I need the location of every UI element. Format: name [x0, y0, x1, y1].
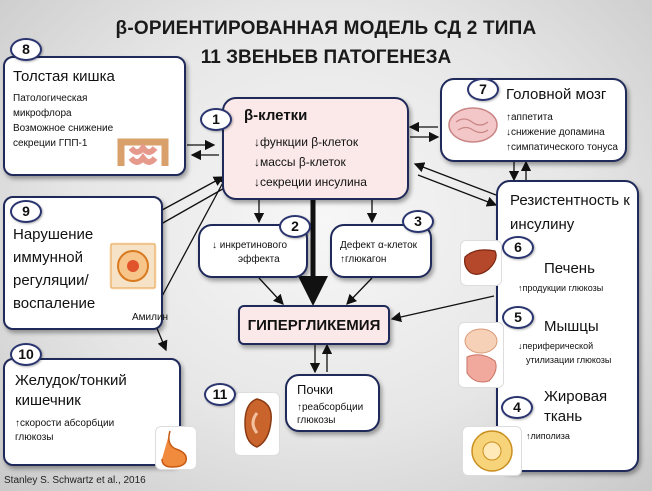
beta-cells-line-3: ↓секреции инсулина [254, 175, 367, 189]
alpha-line-2: ↑глюкагон [340, 254, 387, 265]
liver-image [460, 240, 502, 286]
colon-image [115, 136, 173, 170]
kidney-line-2: глюкозы [297, 415, 336, 426]
arrow-incretin-to-hyper [258, 277, 284, 305]
incretin-line-2: эффекта [238, 254, 280, 265]
arrow-resist-to-hyper [390, 295, 495, 323]
immune-line-3: регуляции/ [13, 272, 89, 289]
stomach-line-1: Желудок/тонкий [15, 372, 127, 389]
amylin-label: Амилин [132, 312, 169, 323]
badge-8: 8 [10, 38, 42, 61]
diagram-subtitle: 11 ЗВЕНЬЕВ ПАТОГЕНЕЗА [200, 47, 452, 68]
node-hyperglycemia: ГИПЕРГЛИКЕМИЯ [238, 305, 390, 345]
citation: Stanley S. Schwartz et al., 2016 [4, 475, 146, 486]
node-incretin: ↓ инкретинового эффекта [198, 224, 308, 278]
brain-line-3: ↑симпатического тонуса [506, 142, 618, 153]
colon-line-1: Патологическая [13, 93, 88, 104]
diagram-title: β-ОРИЕНТИРОВАННАЯ МОДЕЛЬ СД 2 ТИПА [115, 18, 537, 39]
stomach-sub-1: ↑скорости абсорбции [15, 418, 115, 429]
colon-line-3: Возможное снижение [13, 123, 114, 134]
immune-cell-image [109, 242, 157, 290]
colon-line-2: микрофлора [13, 108, 72, 119]
kidney-line-1: ↑реабсорбции [297, 402, 364, 413]
fat-line: ↑липолиза [526, 431, 570, 441]
hyperglycemia-label: ГИПЕРГЛИКЕМИЯ [247, 317, 381, 334]
immune-line-2: иммунной [13, 249, 83, 266]
arrow-stomach-to-beta [159, 173, 228, 301]
muscle-title: Мышцы [544, 318, 599, 335]
beta-cells-line-1: ↓функции β-клеток [254, 135, 359, 149]
node-beta-cells: β-клетки ↓функции β-клеток ↓массы β-клет… [222, 97, 409, 200]
node-colon: Толстая кишка Патологическая микрофлора … [3, 56, 186, 176]
badge-3: 3 [402, 210, 434, 233]
arrow-amylin-to-stomach [155, 325, 168, 352]
beta-cells-title: β-клетки [244, 107, 308, 124]
node-stomach: Желудок/тонкий кишечник ↑скорости абсорб… [3, 358, 197, 470]
muscle-image [458, 322, 504, 388]
muscle-line-2: утилизации глюкозы [526, 355, 612, 365]
muscle-line-1: ↓периферической [518, 341, 594, 351]
immune-line-1: Нарушение [13, 226, 94, 243]
kidney-title: Почки [297, 382, 334, 397]
brain-image [446, 104, 500, 146]
badge-10: 10 [10, 343, 42, 366]
resistance-line-1: Резистентность к [510, 192, 630, 209]
colon-title: Толстая кишка [13, 68, 115, 85]
badge-1: 1 [200, 108, 232, 131]
badge-6: 6 [502, 236, 534, 259]
stomach-sub-2: глюкозы [15, 432, 54, 443]
brain-title: Головной мозг [506, 86, 607, 103]
brain-line-2: ↓снижение допамина [506, 127, 605, 138]
brain-line-1: ↑аппетита [506, 112, 553, 123]
badge-11: 11 [204, 383, 236, 406]
colon-line-4: секреции ГПП-1 [13, 138, 88, 149]
stomach-image [155, 426, 197, 470]
kidney-image [234, 392, 280, 456]
badge-5: 5 [502, 306, 534, 329]
immune-line-4: воспаление [13, 295, 96, 312]
node-alpha-cells: Дефект α-клеток ↑глюкагон [330, 224, 432, 278]
liver-line: ↑продукции глюкозы [518, 283, 604, 293]
stomach-line-2: кишечник [15, 392, 81, 409]
node-immune: Нарушение иммунной регуляции/ воспаление [3, 196, 163, 330]
liver-title: Печень [544, 260, 595, 277]
arrow-resist-to-beta [413, 162, 497, 196]
fat-title-2: ткань [544, 408, 583, 425]
incretin-line-1: ↓ инкретинового [212, 240, 288, 251]
fat-image [462, 426, 522, 476]
resistance-line-2: инсулину [510, 216, 575, 233]
badge-7: 7 [467, 78, 499, 101]
fat-title-1: Жировая [544, 388, 608, 405]
arrow-alpha-to-hyper [346, 277, 373, 305]
arrow-beta-to-resist [417, 174, 498, 207]
badge-9: 9 [10, 200, 42, 223]
node-kidney: Почки ↑реабсорбции глюкозы [285, 374, 380, 432]
badge-4: 4 [501, 396, 533, 419]
alpha-line-1: Дефект α-клеток [340, 240, 418, 251]
badge-2: 2 [279, 215, 311, 238]
beta-cells-line-2: ↓массы β-клеток [254, 155, 346, 169]
